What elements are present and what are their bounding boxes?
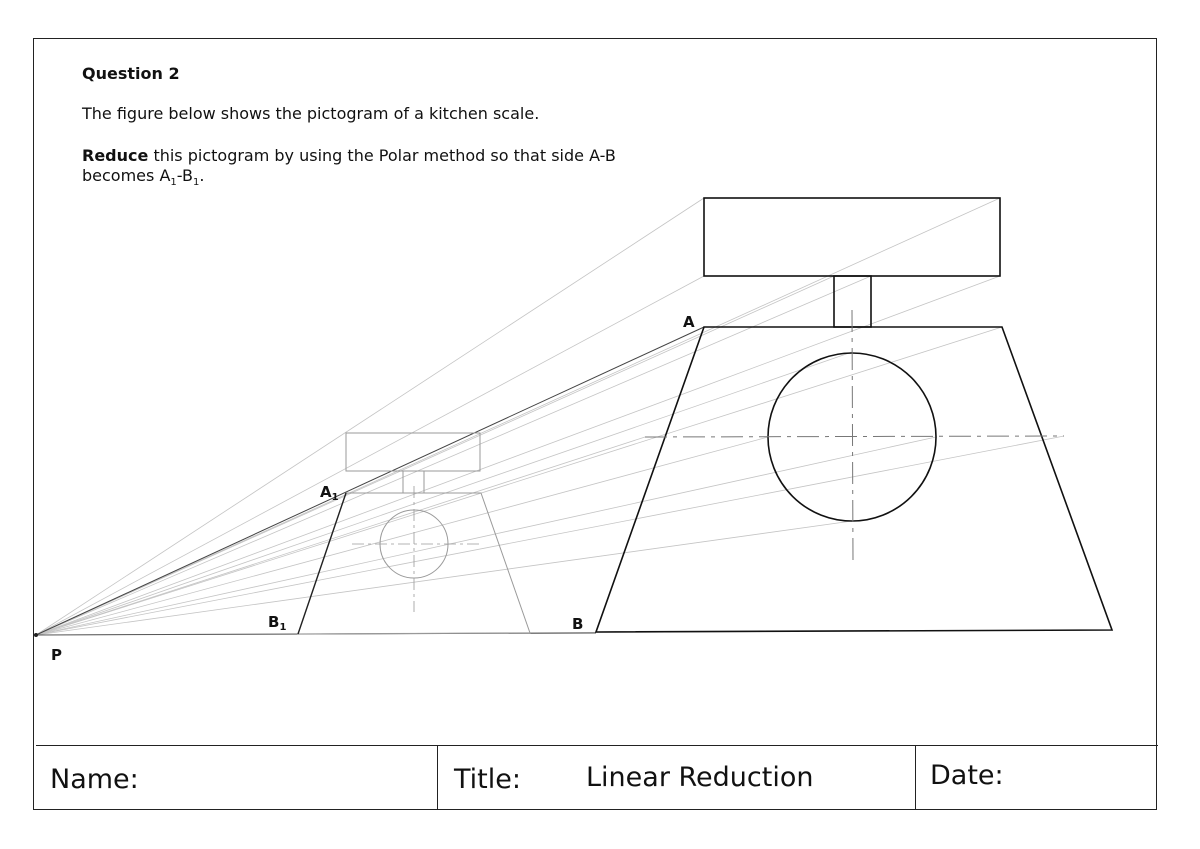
construction-ray	[35, 326, 1003, 636]
construction-rays	[35, 197, 1113, 636]
title-cell: Title: Linear Reduction	[438, 746, 916, 810]
construction-ray	[35, 197, 1001, 636]
instruction-line2-prefix: becomes A	[82, 166, 171, 185]
label-b1-sub: 1	[279, 622, 286, 633]
instruction-sub-a1: 1	[170, 177, 177, 189]
side-a1-b1	[297, 492, 347, 635]
large-scale-tray	[703, 197, 1001, 277]
label-p: P	[51, 646, 62, 664]
instruction-emphasis: Reduce	[82, 146, 149, 165]
label-a1-sub: 1	[332, 492, 339, 503]
construction-ray	[35, 436, 646, 636]
question-description: The figure below shows the pictogram of …	[82, 104, 540, 123]
title-block: Name: Title: Linear Reduction Date:	[36, 745, 1158, 810]
drawing-sheet-border	[33, 38, 1157, 810]
label-a1: A1	[320, 483, 339, 503]
construction-ray	[35, 275, 705, 636]
title-value: Linear Reduction	[586, 762, 814, 793]
pole-point-p	[34, 633, 38, 637]
large-scale-body	[594, 326, 1114, 633]
construction-ray	[35, 275, 835, 636]
construction-ray	[35, 520, 853, 636]
label-b1: B1	[268, 613, 286, 633]
label-b: B	[572, 615, 583, 633]
reduced-scale-pictogram	[297, 432, 531, 635]
large-dial-centerline-h	[644, 435, 1065, 438]
large-scale-pictogram	[594, 197, 1114, 633]
instruction-sub-b1: 1	[192, 177, 200, 189]
construction-ray	[35, 436, 937, 636]
construction-ray	[35, 436, 769, 636]
reduced-scale-stem	[402, 470, 425, 494]
instruction-text: this pictogram by using the Polar method…	[148, 146, 616, 165]
date-label: Date:	[930, 760, 1004, 791]
instruction-line2-mid: -B	[176, 166, 193, 185]
construction-ray	[35, 275, 872, 636]
label-b1-main: B	[268, 613, 279, 631]
instruction-line2-end: .	[199, 166, 205, 185]
construction-ray	[35, 197, 705, 636]
ray-p-to-a	[35, 326, 705, 636]
question-heading: Question 2	[82, 64, 180, 83]
name-label: Name:	[50, 764, 139, 795]
title-label: Title:	[454, 764, 521, 795]
construction-ray	[35, 275, 1001, 636]
large-dial-centerline-v	[851, 309, 854, 563]
date-cell: Date:	[916, 746, 1158, 810]
label-a: A	[683, 313, 695, 331]
label-a1-main: A	[320, 483, 332, 501]
construction-ray	[35, 435, 1065, 636]
question-instruction: Reduce this pictogram by using the Polar…	[82, 146, 682, 193]
name-cell: Name:	[36, 746, 438, 810]
